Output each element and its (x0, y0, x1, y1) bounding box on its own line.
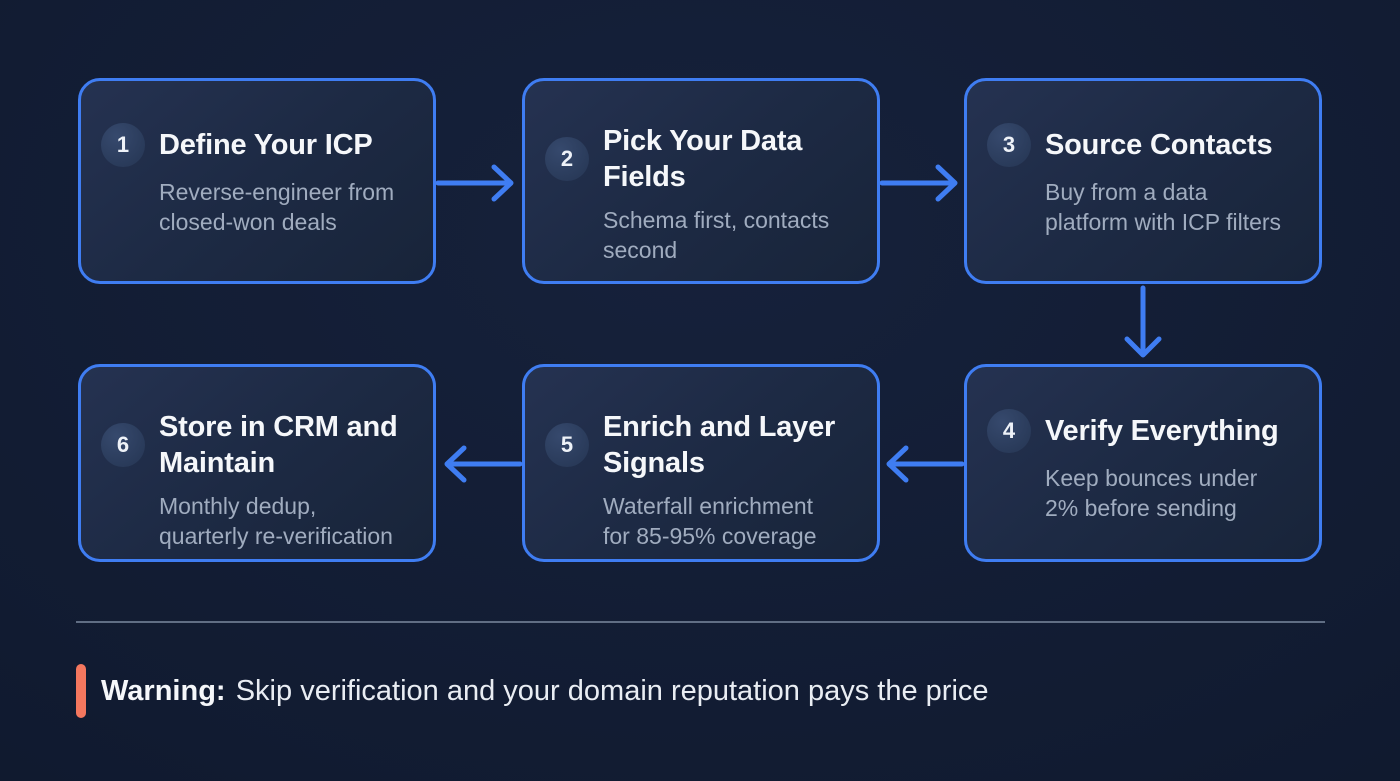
step-number-badge: 1 (101, 123, 145, 167)
step-number-badge: 2 (545, 137, 589, 181)
step-number: 6 (116, 432, 130, 457)
step-header: 6 Store in CRM and Maintain (101, 409, 411, 481)
arrow-step5-to-step6-icon (444, 445, 523, 483)
step-card-4: 4 Verify Everything Keep bounces under 2… (964, 364, 1322, 562)
step-header: 1 Define Your ICP (101, 123, 411, 167)
step-title: Store in CRM and Maintain (159, 411, 398, 479)
arrow-step4-to-step5-icon (886, 445, 965, 483)
step-subtitle: Reverse-engineer from closed-won deals (159, 179, 395, 235)
step-card-2: 2 Pick Your Data Fields Schema first, co… (522, 78, 880, 284)
step-card-1: 1 Define Your ICP Reverse-engineer from … (78, 78, 436, 284)
step-card-5: 5 Enrich and Layer Signals Waterfall enr… (522, 364, 880, 562)
step-title: Source Contacts (1045, 129, 1273, 161)
step-subtitle: Monthly dedup, quarterly re-verification (159, 493, 393, 549)
step-number: 5 (560, 432, 574, 457)
step-number: 1 (116, 132, 130, 157)
warning-message: Skip verification and your domain reputa… (235, 675, 989, 707)
step-number-badge: 5 (545, 423, 589, 467)
step-subtitle: Schema first, contacts second (603, 207, 830, 263)
arrow-step3-to-step4-icon (1124, 285, 1162, 358)
step-number: 3 (1002, 132, 1016, 157)
arrow-step1-to-step2-icon (435, 164, 514, 202)
warning-note: Warning: Skip verification and your domai… (76, 664, 989, 718)
step-card-3: 3 Source Contacts Buy from a data platfo… (964, 78, 1322, 284)
step-header: 4 Verify Everything (987, 409, 1297, 453)
divider-line (76, 621, 1325, 623)
step-header: 3 Source Contacts (987, 123, 1297, 167)
step-header: 2 Pick Your Data Fields (545, 123, 855, 195)
step-subtitle: Buy from a data platform with ICP filter… (1045, 179, 1282, 235)
step-number-badge: 3 (987, 123, 1031, 167)
step-subtitle: Waterfall enrichment for 85-95% coverage (603, 493, 817, 549)
step-card-6: 6 Store in CRM and Maintain Monthly dedu… (78, 364, 436, 562)
step-number: 2 (560, 146, 574, 171)
warning-accent-bar (76, 664, 86, 718)
step-number-badge: 6 (101, 423, 145, 467)
arrow-step2-to-step3-icon (879, 164, 958, 202)
step-title: Define Your ICP (159, 129, 373, 161)
step-title: Verify Everything (1045, 415, 1279, 447)
step-title: Enrich and Layer Signals (603, 411, 836, 479)
step-number: 4 (1002, 418, 1016, 443)
warning-text: Warning: Skip verification and your domai… (101, 674, 989, 708)
step-subtitle: Keep bounces under 2% before sending (1045, 465, 1258, 521)
step-header: 5 Enrich and Layer Signals (545, 409, 855, 481)
warning-label: Warning: (101, 675, 226, 707)
step-title: Pick Your Data Fields (603, 125, 803, 193)
step-number-badge: 4 (987, 409, 1031, 453)
